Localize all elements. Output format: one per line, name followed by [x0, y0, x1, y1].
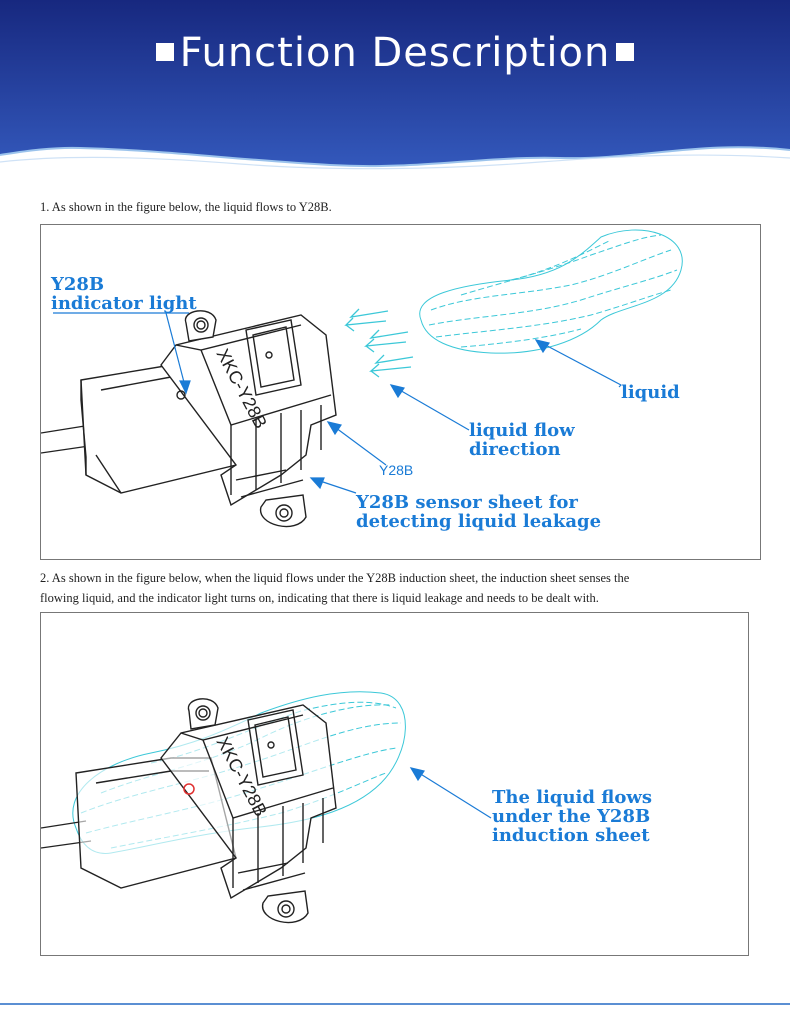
- figure-1: XKC-Y28B Y28B indicator light liquid liq…: [40, 224, 761, 560]
- figure-2-drawing: XKC-Y28B: [41, 691, 492, 924]
- figure-1-drawing: XKC-Y28B: [41, 229, 683, 528]
- indicator-light-on-icon: [183, 783, 195, 795]
- indicator-label-line1: Y28B: [51, 274, 105, 295]
- device-label: Y28B: [379, 462, 414, 478]
- liquid-label: liquid: [621, 382, 680, 403]
- leader-lines: [53, 312, 622, 494]
- section2-text-line2: flowing liquid, and the indicator light …: [40, 591, 599, 605]
- page-title: Function Description: [0, 30, 790, 76]
- section2-text: 2. As shown in the figure below, when th…: [40, 568, 629, 608]
- indicator-label-line2: indicator light: [51, 293, 197, 314]
- flow-direction-label: liquid flow direction: [469, 421, 575, 459]
- liquid-flows-label: The liquid flows under the Y28B inductio…: [492, 788, 652, 845]
- square-bullet-icon: [155, 43, 174, 61]
- header-banner: Function Description: [0, 0, 790, 175]
- sensor-label-line1: Y28B sensor sheet for: [356, 492, 578, 513]
- liquid-flows-label-line1: The liquid flows: [492, 787, 652, 808]
- sensor-sheet-label: Y28B sensor sheet for detecting liquid l…: [356, 493, 601, 531]
- section1-text: 1. As shown in the figure below, the liq…: [40, 200, 332, 214]
- indicator-light-label: Y28B indicator light: [51, 275, 197, 313]
- leader-line-2: [409, 767, 492, 819]
- sensor-label-line2: detecting liquid leakage: [356, 511, 602, 532]
- footer-divider: [0, 1003, 790, 1005]
- liquid-blob: [419, 229, 683, 354]
- sensor-device: [80, 310, 337, 528]
- square-bullet-icon: [616, 43, 635, 61]
- liquid-flows-label-line3: induction sheet: [492, 825, 650, 846]
- sensor-device-2: [75, 698, 337, 924]
- figure-2: XKC-Y28B The liquid flows under the Y28B…: [40, 612, 749, 956]
- flow-label-line1: liquid flow: [469, 420, 575, 441]
- liquid-flows-label-line2: under the Y28B: [492, 806, 651, 827]
- banner-background: [0, 0, 790, 170]
- flow-label-line2: direction: [469, 439, 561, 460]
- flow-arrows: [344, 308, 414, 378]
- section2-text-line1: 2. As shown in the figure below, when th…: [40, 571, 630, 585]
- title-text: Function Description: [179, 30, 611, 76]
